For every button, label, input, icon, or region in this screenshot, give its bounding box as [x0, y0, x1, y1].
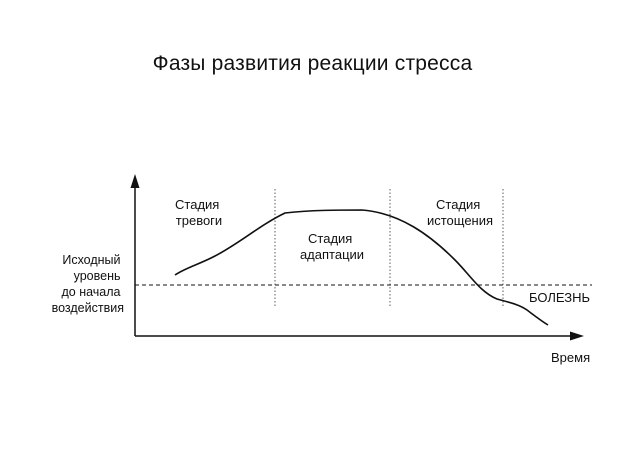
baseline-label: Исходный уровень до начала воздействия	[52, 253, 124, 315]
stage-exhaustion-line-1: Стадия	[436, 197, 480, 212]
stress-response-curve	[174, 209, 549, 326]
baseline-label-line-2: уровень	[74, 269, 121, 283]
y-axis-arrow	[130, 174, 140, 188]
stage-adaptation-label: Стадия адаптации	[300, 231, 364, 262]
x-axis-label: Время	[551, 350, 590, 365]
stage-adaptation-line-2: адаптации	[300, 247, 364, 262]
baseline-label-line-3: до начала	[62, 285, 121, 299]
baseline-label-line-1: Исходный	[62, 253, 120, 267]
stage-alarm-label: Стадия тревоги	[175, 197, 223, 228]
illness-label: БОЛЕЗНЬ	[529, 290, 590, 305]
stage-alarm-line-2: тревоги	[176, 213, 222, 228]
page-title: Фазы развития реакции стресса	[152, 52, 473, 75]
stage-alarm-line-1: Стадия	[175, 197, 219, 212]
x-axis-arrow	[570, 331, 584, 341]
stage-adaptation-line-1: Стадия	[308, 231, 352, 246]
baseline-label-line-4: воздействия	[52, 301, 124, 315]
stage-exhaustion-label: Стадия истощения	[427, 197, 493, 228]
stage-exhaustion-line-2: истощения	[427, 213, 493, 228]
